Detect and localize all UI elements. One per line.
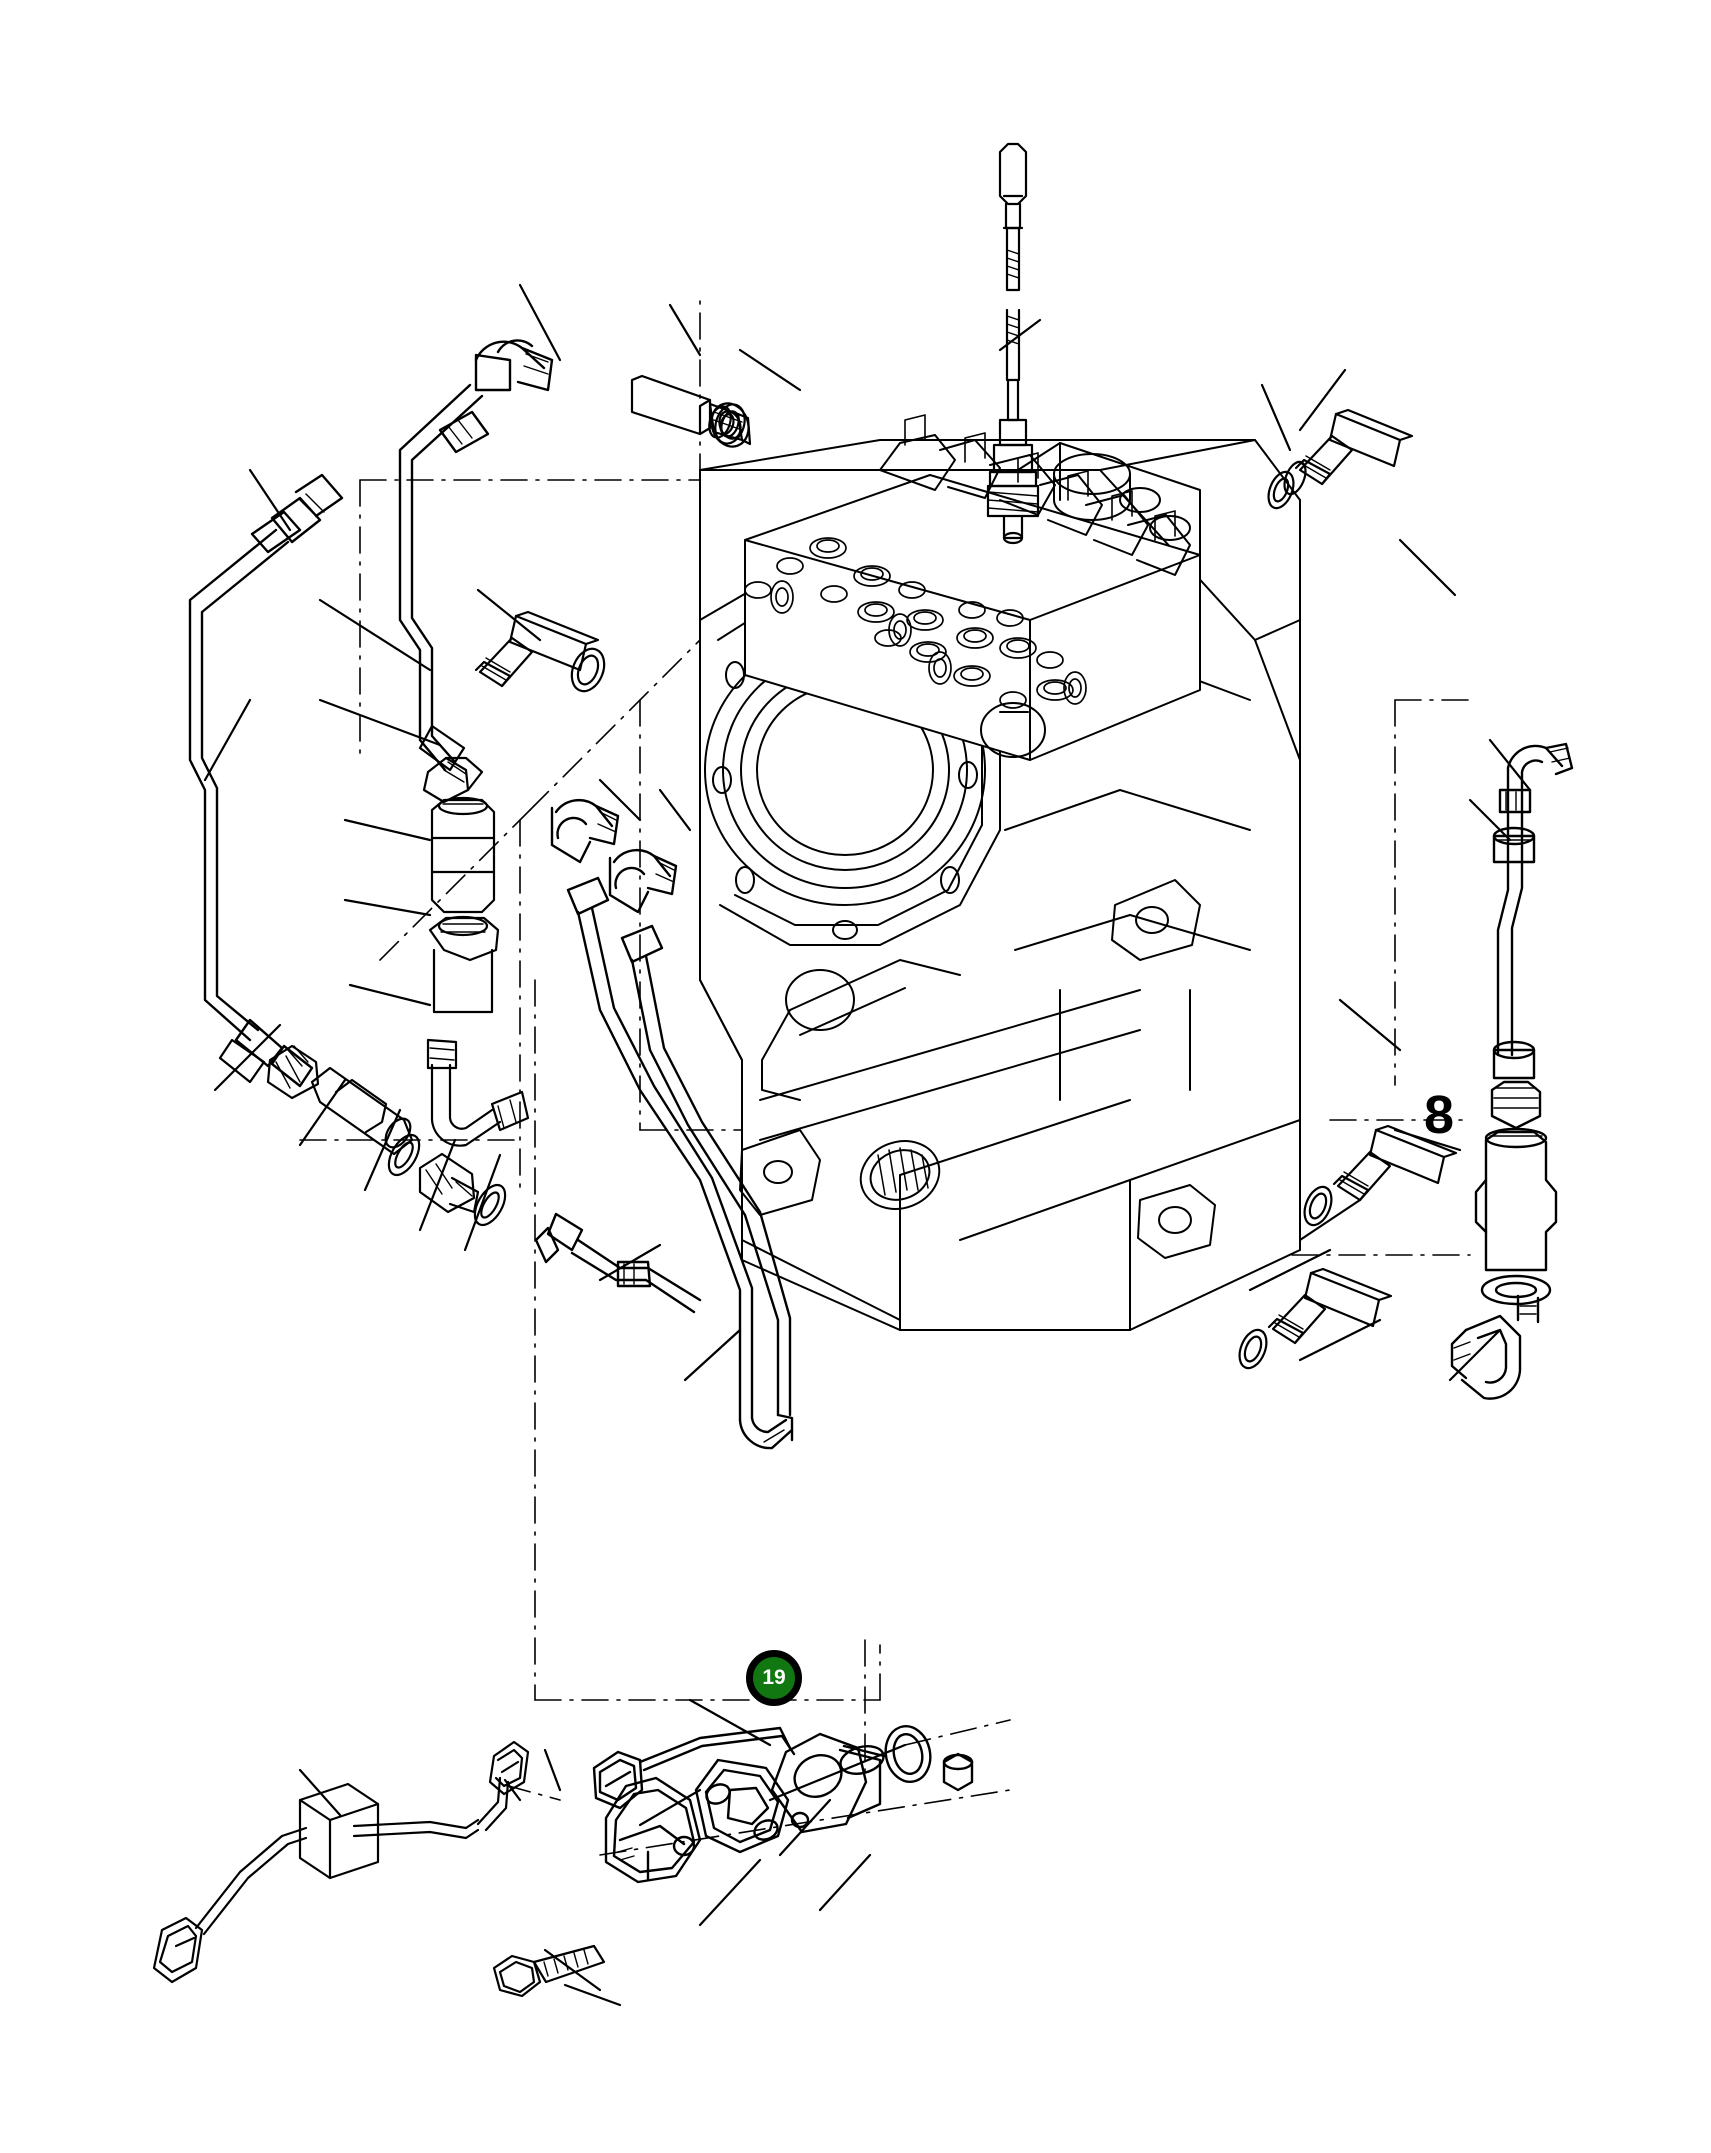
fitting-stack xyxy=(418,724,530,1147)
speed-sensor-assembly xyxy=(592,1725,974,1884)
mounting-bolt xyxy=(492,1944,606,1998)
sensors-and-o-rings xyxy=(474,374,1458,1370)
dipstick-assembly xyxy=(986,142,1040,545)
callout-marker-19[interactable]: 19 xyxy=(746,1650,802,1706)
hydraulic-valve-block xyxy=(744,414,1201,761)
lower-left-short-tube xyxy=(534,1212,702,1314)
left-tube-assembly xyxy=(188,473,344,1088)
center-twin-tubes xyxy=(550,799,794,1450)
part-label-8: 8 xyxy=(1424,1085,1454,1145)
left-top-tube xyxy=(398,339,554,772)
right-tube-assembly xyxy=(1450,742,1574,1400)
wiring-harness xyxy=(152,1740,530,1984)
exploded-fitting-mid-left xyxy=(218,1038,507,1227)
